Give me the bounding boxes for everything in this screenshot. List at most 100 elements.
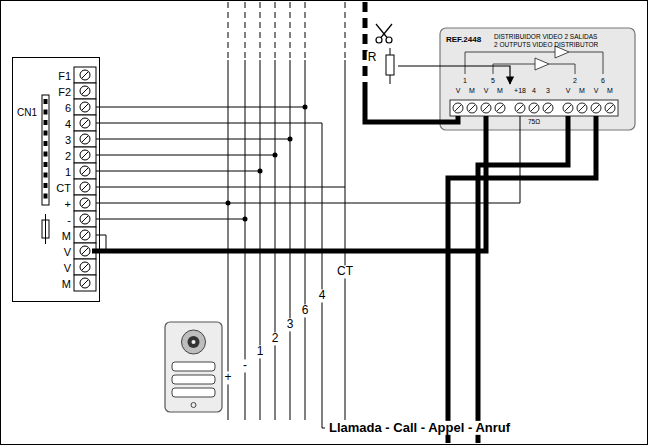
terminal-block bbox=[74, 115, 96, 131]
wire-label: 4 bbox=[318, 289, 327, 302]
terminal-block bbox=[82, 152, 88, 158]
terminal-block bbox=[74, 179, 96, 195]
terminal-screws bbox=[453, 103, 463, 113]
terminal-label: + bbox=[65, 198, 71, 211]
call-wire-note: Llamada - Call - Appel - Anruf bbox=[328, 421, 511, 435]
terminal-block bbox=[74, 227, 96, 243]
terminal-screws bbox=[605, 103, 615, 113]
junction-dot bbox=[303, 105, 308, 110]
terminal-block bbox=[80, 166, 90, 176]
door-panel bbox=[188, 336, 200, 348]
cn1-pins bbox=[44, 131, 48, 136]
terminal-screws bbox=[483, 105, 489, 111]
cn1-pins bbox=[44, 110, 48, 115]
distributor-panel bbox=[440, 28, 635, 130]
wire-label: 3 bbox=[286, 318, 295, 331]
terminal-screws bbox=[563, 103, 573, 113]
bus-wire bbox=[345, 60, 346, 420]
terminal-block bbox=[82, 216, 88, 222]
resistor-symbol bbox=[386, 48, 394, 84]
door-panel bbox=[182, 330, 206, 354]
terminal-screws bbox=[543, 103, 553, 113]
terminal-block bbox=[80, 230, 90, 240]
panel-text: V bbox=[566, 87, 571, 95]
bus-wire bbox=[260, 60, 261, 420]
terminal-screws bbox=[531, 105, 537, 111]
fuse-symbol bbox=[45, 214, 46, 244]
junction-dot bbox=[258, 169, 263, 174]
terminal-screws bbox=[579, 105, 585, 111]
bus-wire bbox=[96, 123, 325, 428]
bus-continuation bbox=[290, 2, 291, 60]
terminal-block bbox=[80, 182, 90, 192]
bus-wire bbox=[96, 139, 290, 140]
fuse-symbol bbox=[42, 220, 49, 238]
panel-text: REF.2448 bbox=[446, 35, 481, 44]
terminal-label: 6 bbox=[65, 102, 71, 115]
terminal-block bbox=[80, 150, 90, 160]
junction-dot bbox=[288, 137, 293, 142]
terminal-screws bbox=[467, 103, 477, 113]
bus-continuation bbox=[228, 2, 345, 60]
terminal-block bbox=[74, 275, 96, 291]
coax-connector bbox=[100, 130, 486, 251]
terminal-block bbox=[82, 120, 88, 126]
panel-text: 75Ω bbox=[528, 118, 540, 125]
cn1-pins bbox=[44, 152, 48, 157]
terminal-screws bbox=[495, 103, 505, 113]
terminal-block bbox=[82, 200, 88, 206]
terminal-block bbox=[82, 168, 88, 174]
cn1-pins bbox=[44, 99, 48, 104]
cn1-pins bbox=[44, 141, 48, 146]
terminal-block bbox=[80, 86, 90, 96]
panel-text: V bbox=[456, 87, 461, 95]
power-supply-unit: F1F264321CT+-MVVMCN1 bbox=[12, 57, 100, 302]
amplifier-schematic bbox=[569, 52, 603, 74]
coax-cable bbox=[448, 116, 596, 443]
bus-wire bbox=[275, 60, 276, 420]
terminal-block bbox=[80, 262, 90, 272]
terminal-label: M bbox=[62, 278, 71, 291]
terminal-block bbox=[82, 280, 88, 286]
terminal-screws bbox=[593, 105, 599, 111]
terminal-label: F2 bbox=[58, 86, 71, 99]
terminal-screws bbox=[529, 103, 539, 113]
terminal-label: 1 bbox=[65, 166, 71, 179]
cn1-pins bbox=[44, 162, 48, 167]
junction-dot bbox=[226, 105, 308, 222]
terminal-block bbox=[82, 72, 88, 78]
wire-label: 2 bbox=[271, 332, 280, 345]
amplifier-schematic bbox=[465, 46, 603, 74]
bus-wire bbox=[96, 155, 275, 156]
bus-wire bbox=[96, 187, 345, 188]
terminal-block bbox=[74, 259, 96, 275]
cn1-pins bbox=[44, 173, 48, 178]
terminal-block bbox=[74, 67, 96, 83]
bus-wire bbox=[290, 60, 291, 420]
terminal-block bbox=[74, 67, 96, 291]
coax-cable bbox=[478, 116, 568, 443]
power-wire bbox=[100, 130, 520, 203]
panel-text: M bbox=[579, 87, 585, 95]
terminal-block bbox=[74, 195, 96, 211]
terminal-block bbox=[80, 134, 90, 144]
panel-text: 3 bbox=[546, 87, 550, 95]
terminal-block bbox=[74, 211, 96, 227]
terminal-screws bbox=[607, 105, 613, 111]
fuse-symbol bbox=[45, 220, 46, 238]
junction-dot bbox=[273, 153, 278, 158]
terminal-block bbox=[82, 248, 88, 254]
junction-dot bbox=[243, 217, 248, 222]
terminal-screws bbox=[455, 105, 461, 111]
bus-wire bbox=[96, 60, 345, 428]
coax-cable bbox=[365, 85, 458, 122]
scissors-icon bbox=[376, 24, 392, 43]
door-panel bbox=[192, 340, 196, 344]
terminal-block bbox=[74, 83, 96, 99]
terminal-screws bbox=[577, 103, 587, 113]
door-panel bbox=[165, 322, 222, 412]
coax-cable bbox=[484, 116, 489, 130]
